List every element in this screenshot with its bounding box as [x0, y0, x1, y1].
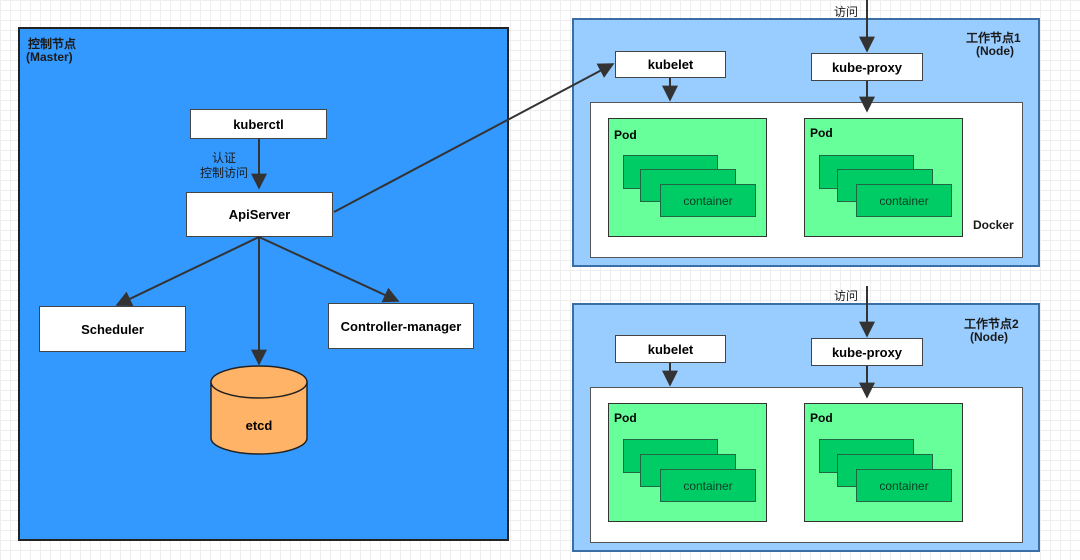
- apiserver-to-controller-arrow: [258, 236, 400, 303]
- apiserver-to-kubelet-arrow: [333, 63, 615, 213]
- node-subtitle-2: (Node): [970, 330, 1008, 344]
- master-title: 控制节点: [28, 37, 77, 51]
- container-box: container: [856, 184, 952, 217]
- etcd-cylinder: [210, 365, 308, 455]
- kubectl-box: kuberctl: [190, 109, 327, 139]
- container-box: container: [856, 469, 952, 502]
- container-box: container: [660, 469, 756, 502]
- master-subtitle: (Master): [26, 50, 73, 64]
- scheduler-box: Scheduler: [39, 306, 186, 352]
- node-access-label-1: 访问: [834, 5, 859, 19]
- kube-proxy-box-1: kube-proxy: [811, 53, 923, 81]
- node-title-2: 工作节点2: [964, 317, 1019, 331]
- pod-label: Pod: [614, 128, 637, 142]
- docker-label-1: Docker: [973, 218, 1014, 232]
- container-box: container: [660, 184, 756, 217]
- kubelet-box-1: kubelet: [615, 51, 726, 78]
- pod-label: Pod: [810, 411, 833, 425]
- node-subtitle-1: (Node): [976, 44, 1014, 58]
- auth-label: 认证: [212, 151, 237, 165]
- apiserver-box: ApiServer: [186, 192, 333, 237]
- apiserver-to-scheduler-arrow: [115, 236, 260, 306]
- etcd-label: etcd: [246, 418, 273, 433]
- node-title-1: 工作节点1: [966, 31, 1021, 45]
- kube-proxy-box-2: kube-proxy: [811, 338, 923, 366]
- node-access-label-2: 访问: [834, 289, 859, 303]
- controller-manager-box: Controller-manager: [328, 303, 474, 349]
- pod-label: Pod: [810, 126, 833, 140]
- pod-label: Pod: [614, 411, 637, 425]
- access-control-label: 控制访问: [200, 166, 249, 180]
- kubelet-box-2: kubelet: [615, 335, 726, 363]
